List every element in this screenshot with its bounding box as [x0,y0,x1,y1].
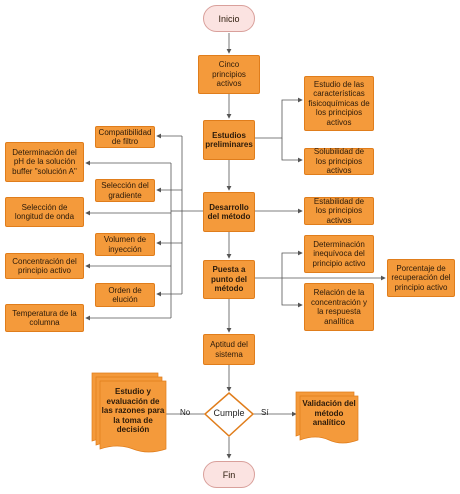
box-solubilidad: Solubilidad de los principios activos [304,147,374,175]
no-outcome-text: Estudio y evaluación de las razones para… [101,387,165,434]
yes-outcome-text: Validación del método analítico [302,399,356,427]
end-terminal: Fin [203,461,255,488]
box-orden-elucion: Orden de elución [95,283,155,307]
box-longitud-onda: Selección de longitud de onda [5,197,84,227]
decision-diamond [203,392,255,438]
box-estabilidad: Estabilidad de los principios activos [304,197,374,225]
decision-no-label: No [180,408,191,417]
box-porcentaje-recuperacion: Porcentaje de recuperación del principio… [387,259,455,297]
no-outcome-document [91,372,167,453]
yes-outcome-document [295,391,359,444]
decision-yes-label: Sí [261,408,269,417]
box-determinacion-ph: Determinación del pH de la solución buff… [5,142,84,182]
box-seleccion-gradiente: Selección del gradiente [95,179,155,202]
box-compatibilidad-filtro: Compatibilidad de filtro [95,126,155,148]
step-desarrollo-metodo: Desarrollo del método [203,192,255,232]
box-temperatura-columna: Temperatura de la columna [5,304,84,332]
start-terminal: Inicio [203,5,255,32]
box-relacion-concentracion: Relación de la concentración y la respue… [304,283,374,331]
step-cinco-principios: Cinco principios activos [198,55,260,94]
box-determinacion-inequivoca: Determinación inequívoca del principio a… [304,235,374,273]
box-volumen-inyeccion: Volumen de inyección [95,233,155,256]
step-estudios-preliminares: Estudios preliminares [203,120,255,160]
step-puesta-a-punto: Puesta a punto del método [203,260,255,299]
decision-label: Cumple [213,408,245,418]
box-concentracion-principio: Concentración del principio activo [5,253,84,279]
box-caracteristicas: Estudio de las características fisicoquí… [304,76,374,131]
step-aptitud-sistema: Aptitud del sistema [203,334,255,365]
